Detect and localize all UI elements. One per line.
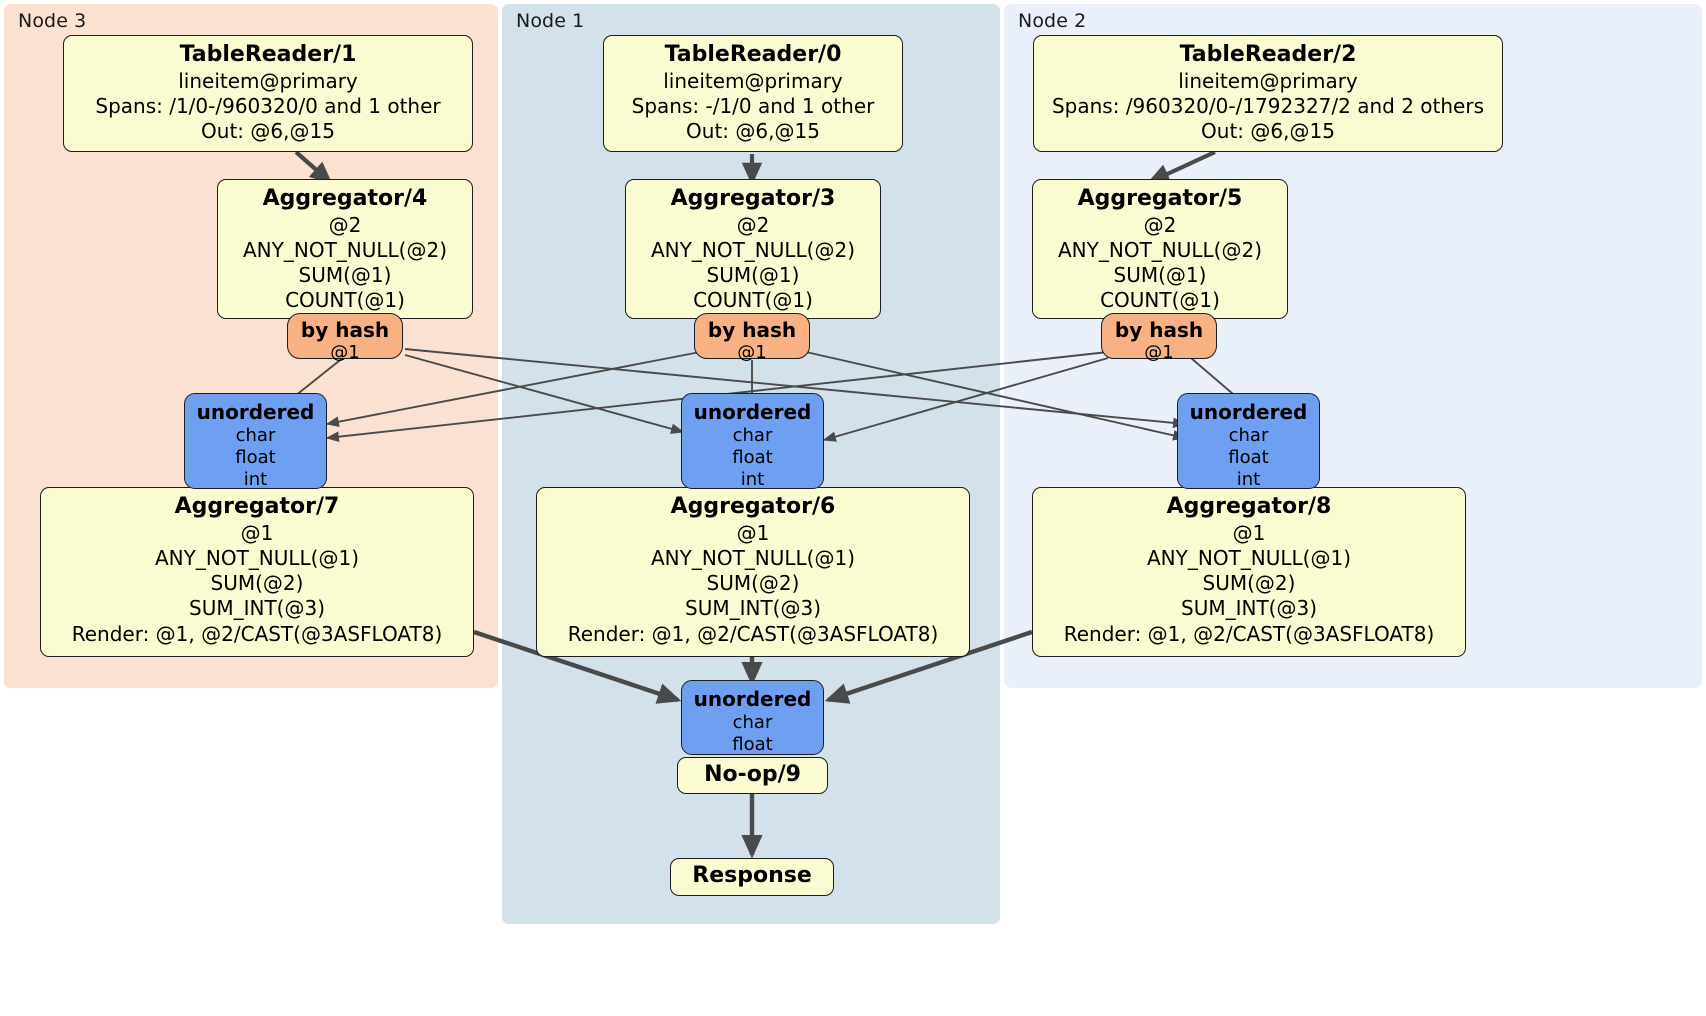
processor-line: SUM(@2) [1202, 571, 1296, 596]
processor-line: Render: @1, @2/CAST(@3ASFLOAT8) [71, 621, 443, 646]
processor-line: SUM(@1) [1113, 263, 1207, 288]
processor-aggregator-3[interactable]: Aggregator/3 @2 ANY_NOT_NULL(@2) SUM(@1)… [625, 179, 881, 319]
processor-line: @2 [736, 212, 770, 237]
processor-line: ANY_NOT_NULL(@2) [651, 238, 855, 263]
processor-line: lineitem@primary [178, 68, 358, 93]
processor-line: SUM_INT(@3) [685, 596, 821, 621]
synchronizer-line: int [1236, 469, 1261, 491]
synchronizer-line: float [732, 733, 773, 755]
processor-title: TableReader/0 [664, 42, 842, 67]
processor-line: SUM(@2) [210, 571, 304, 596]
processor-title: TableReader/1 [179, 42, 357, 67]
processor-line: COUNT(@1) [285, 288, 405, 313]
synchronizer-line: char [235, 424, 276, 446]
node-label-node3: Node 3 [18, 10, 87, 32]
processor-line: SUM_INT(@3) [1181, 596, 1317, 621]
synchronizer-line: float [732, 446, 773, 468]
processor-line: Render: @1, @2/CAST(@3ASFLOAT8) [567, 621, 939, 646]
synchronizer-line: char [1228, 424, 1269, 446]
processor-title: Aggregator/4 [262, 186, 428, 211]
processor-title: Response [692, 863, 812, 888]
processor-line: ANY_NOT_NULL(@1) [155, 546, 359, 571]
processor-line: COUNT(@1) [1100, 288, 1220, 313]
processor-tablereader-2[interactable]: TableReader/2 lineitem@primary Spans: /9… [1033, 35, 1503, 152]
processor-title: Aggregator/7 [174, 494, 340, 519]
processor-line: SUM_INT(@3) [189, 596, 325, 621]
router-line: @1 [330, 342, 360, 363]
router-by-hash-node3[interactable]: by hash @1 [287, 313, 403, 363]
processor-aggregator-5[interactable]: Aggregator/5 @2 ANY_NOT_NULL(@2) SUM(@1)… [1032, 179, 1288, 319]
synchronizer-unordered-node2[interactable]: unordered char float int [1177, 393, 1320, 491]
router-title: by hash [707, 318, 797, 342]
processor-line: @1 [1232, 520, 1266, 545]
processor-line: Out: @6,@15 [201, 119, 335, 144]
node-label-node1: Node 1 [516, 10, 585, 32]
processor-title: TableReader/2 [1179, 42, 1357, 67]
processor-line: @1 [240, 520, 274, 545]
processor-line: ANY_NOT_NULL(@2) [243, 238, 447, 263]
synchronizer-title: unordered [196, 400, 315, 424]
synchronizer-unordered-node3[interactable]: unordered char float int [184, 393, 327, 491]
synchronizer-line: char [732, 711, 773, 733]
processor-aggregator-8[interactable]: Aggregator/8 @1 ANY_NOT_NULL(@1) SUM(@2)… [1032, 487, 1466, 657]
router-line: @1 [1144, 342, 1174, 363]
processor-line: lineitem@primary [663, 68, 843, 93]
synchronizer-unordered-node1[interactable]: unordered char float int [681, 393, 824, 491]
processor-line: lineitem@primary [1178, 68, 1358, 93]
processor-line: COUNT(@1) [693, 288, 813, 313]
processor-tablereader-1[interactable]: TableReader/1 lineitem@primary Spans: /1… [63, 35, 473, 152]
processor-line: Spans: /1/0-/960320/0 and 1 other [95, 94, 441, 119]
router-title: by hash [1114, 318, 1204, 342]
processor-aggregator-6[interactable]: Aggregator/6 @1 ANY_NOT_NULL(@1) SUM(@2)… [536, 487, 970, 657]
processor-line: Out: @6,@15 [1201, 119, 1335, 144]
processor-line: Spans: -/1/0 and 1 other [631, 94, 875, 119]
node-label-node2: Node 2 [1018, 10, 1087, 32]
router-by-hash-node2[interactable]: by hash @1 [1101, 313, 1217, 363]
processor-line: Out: @6,@15 [686, 119, 820, 144]
synchronizer-title: unordered [693, 687, 812, 711]
synchronizer-unordered-final[interactable]: unordered char float [681, 680, 824, 755]
processor-line: Render: @1, @2/CAST(@3ASFLOAT8) [1063, 621, 1435, 646]
router-by-hash-node1[interactable]: by hash @1 [694, 313, 810, 363]
processor-line: ANY_NOT_NULL(@1) [1147, 546, 1351, 571]
processor-tablereader-0[interactable]: TableReader/0 lineitem@primary Spans: -/… [603, 35, 903, 152]
synchronizer-title: unordered [693, 400, 812, 424]
synchronizer-line: int [243, 469, 268, 491]
processor-title: Aggregator/6 [670, 494, 836, 519]
synchronizer-line: float [235, 446, 276, 468]
processor-line: Spans: /960320/0-/1792327/2 and 2 others [1051, 94, 1484, 119]
synchronizer-line: float [1228, 446, 1269, 468]
processor-noop-9[interactable]: No-op/9 [677, 757, 828, 794]
router-title: by hash [300, 318, 390, 342]
processor-response[interactable]: Response [670, 858, 834, 896]
processor-title: Aggregator/5 [1077, 186, 1243, 211]
synchronizer-line: char [732, 424, 773, 446]
synchronizer-line: int [740, 469, 765, 491]
processor-aggregator-4[interactable]: Aggregator/4 @2 ANY_NOT_NULL(@2) SUM(@1)… [217, 179, 473, 319]
processor-line: SUM(@1) [298, 263, 392, 288]
router-line: @1 [737, 342, 767, 363]
processor-line: @2 [1143, 212, 1177, 237]
processor-aggregator-7[interactable]: Aggregator/7 @1 ANY_NOT_NULL(@1) SUM(@2)… [40, 487, 474, 657]
processor-title: No-op/9 [704, 762, 801, 787]
processor-line: @1 [736, 520, 770, 545]
synchronizer-title: unordered [1189, 400, 1308, 424]
processor-line: ANY_NOT_NULL(@1) [651, 546, 855, 571]
processor-line: SUM(@2) [706, 571, 800, 596]
processor-title: Aggregator/3 [670, 186, 836, 211]
processor-title: Aggregator/8 [1166, 494, 1332, 519]
processor-line: @2 [328, 212, 362, 237]
processor-line: SUM(@1) [706, 263, 800, 288]
processor-line: ANY_NOT_NULL(@2) [1058, 238, 1262, 263]
